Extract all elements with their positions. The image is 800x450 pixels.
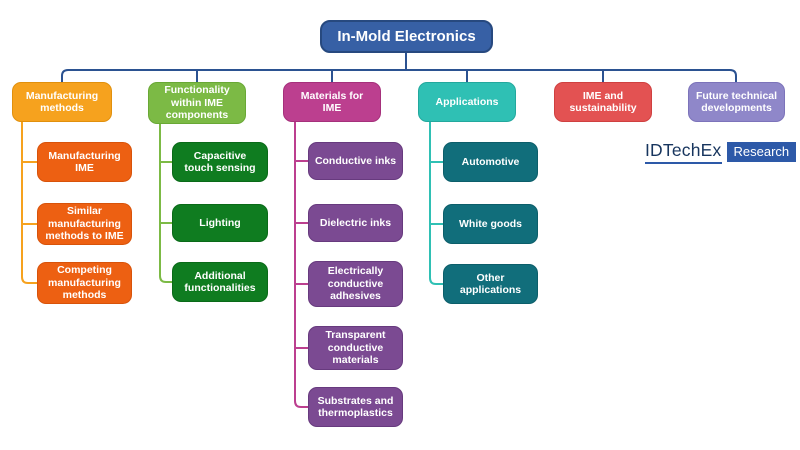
branch-ime-and-sustainability: IME and sustainability bbox=[554, 82, 652, 122]
idtechex-brand-text: IDTechEx bbox=[645, 140, 722, 164]
node-similar-manufacturing-methods: Similar manufacturing methods to IME bbox=[37, 203, 132, 245]
node-electrically-conductive-adhesives: Electrically conductive adhesives bbox=[308, 261, 403, 307]
node-transparent-conductive-materials: Transparent conductive materials bbox=[308, 326, 403, 370]
node-manufacturing-ime: Manufacturing IME bbox=[37, 142, 132, 182]
node-substrates-and-thermoplastics: Substrates and thermoplastics bbox=[308, 387, 403, 427]
node-other-applications: Other applications bbox=[443, 264, 538, 304]
branch-functionality-within-ime: Functionality within IME components bbox=[148, 82, 246, 124]
branch-future-technical-developments: Future technical developments bbox=[688, 82, 785, 122]
root-node-in-mold-electronics: In-Mold Electronics bbox=[320, 20, 493, 53]
branch-manufacturing-methods: Manufacturing methods bbox=[12, 82, 112, 122]
research-badge: Research bbox=[726, 142, 797, 162]
idtechex-logo: IDTechEx Research bbox=[645, 140, 797, 164]
node-additional-functionalities: Additional functionalities bbox=[172, 262, 268, 302]
node-capacitive-touch-sensing: Capacitive touch sensing bbox=[172, 142, 268, 182]
node-white-goods: White goods bbox=[443, 204, 538, 244]
node-automotive: Automotive bbox=[443, 142, 538, 182]
node-dielectric-inks: Dielectric inks bbox=[308, 204, 403, 242]
branch-materials-for-ime: Materials for IME bbox=[283, 82, 381, 122]
branch-applications: Applications bbox=[418, 82, 516, 122]
node-competing-manufacturing-methods: Competing manufacturing methods bbox=[37, 262, 132, 304]
node-lighting: Lighting bbox=[172, 204, 268, 242]
node-conductive-inks: Conductive inks bbox=[308, 142, 403, 180]
